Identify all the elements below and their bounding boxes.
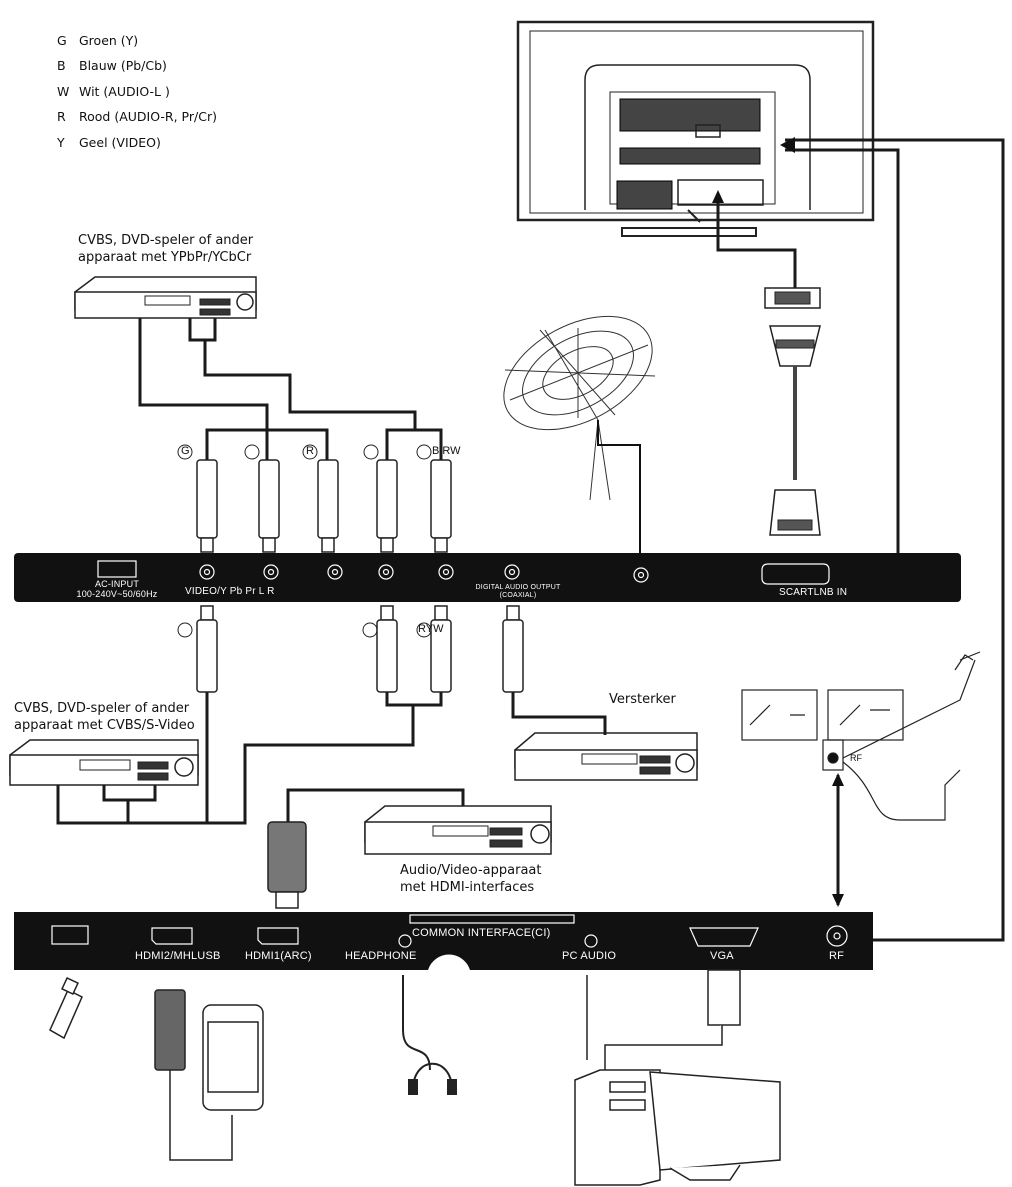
hdmi1-label: HDMI1(ARC) bbox=[245, 950, 312, 962]
hdmi-av-device-icon bbox=[364, 805, 552, 855]
pc-audio-label: PC AUDIO bbox=[562, 950, 617, 962]
vga-label: VGA bbox=[710, 950, 734, 962]
usb-stick-icon bbox=[49, 977, 83, 1040]
top-panel-jacks bbox=[199, 563, 830, 585]
composite-player-label: CVBS, DVD-speler of ander apparaat met C… bbox=[14, 701, 195, 733]
scart-cable-icon bbox=[764, 287, 821, 536]
pc-computer-icon bbox=[574, 969, 781, 1186]
digital-audio-label: DIGITAL AUDIO OUTPUT bbox=[475, 584, 561, 591]
ac-rating-label: 100-240V~50/60Hz bbox=[76, 589, 158, 599]
video-ports-label: VIDEO/Y Pb Pr L R bbox=[185, 586, 275, 597]
hdmi-device-label: Audio/Video-apparaat met HDMI-interfaces bbox=[400, 863, 542, 895]
amplifier-label: Versterker bbox=[609, 692, 676, 707]
headphone-icon bbox=[402, 975, 457, 1095]
mhl-phone-icon bbox=[154, 989, 264, 1161]
coaxial-label: (COAXIAL) bbox=[499, 592, 537, 599]
amplifier-icon bbox=[514, 732, 698, 781]
hdmi-plug-icon bbox=[267, 821, 307, 909]
satellite-dish-icon bbox=[503, 315, 656, 565]
ac-input-socket bbox=[97, 560, 137, 578]
rca-plugs-upper bbox=[196, 459, 452, 553]
cables bbox=[56, 138, 1005, 942]
scart-label: SCARTLNB IN bbox=[779, 587, 848, 598]
ac-input-label: AC-INPUT bbox=[94, 579, 140, 589]
marker-rf: RF bbox=[850, 753, 862, 763]
marker-r: R bbox=[306, 445, 314, 457]
top-connection-panel bbox=[14, 553, 961, 602]
bottom-connection-panel bbox=[14, 912, 873, 970]
rf-antenna-connection bbox=[741, 651, 981, 821]
bottom-panel-ports bbox=[51, 914, 848, 948]
marker-ryw: RYW bbox=[418, 623, 444, 635]
marker-brw: B RW bbox=[432, 445, 461, 457]
tv-rear-view bbox=[516, 20, 875, 237]
hdmi2-label: HDMI2/MHLUSB bbox=[135, 950, 221, 962]
marker-g: G bbox=[181, 445, 190, 457]
component-dvd-player-icon bbox=[74, 276, 257, 319]
rca-plugs-lower bbox=[196, 605, 524, 693]
headphone-label: HEADPHONE bbox=[345, 950, 417, 962]
composite-dvd-player-icon bbox=[9, 739, 199, 786]
rf-label: RF bbox=[829, 950, 845, 962]
ci-label: COMMON INTERFACE(CI) bbox=[412, 927, 551, 939]
component-player-label: CVBS, DVD-speler of ander apparaat met Y… bbox=[78, 233, 254, 265]
connector-marker-circles bbox=[177, 444, 432, 638]
arrows bbox=[712, 137, 844, 907]
